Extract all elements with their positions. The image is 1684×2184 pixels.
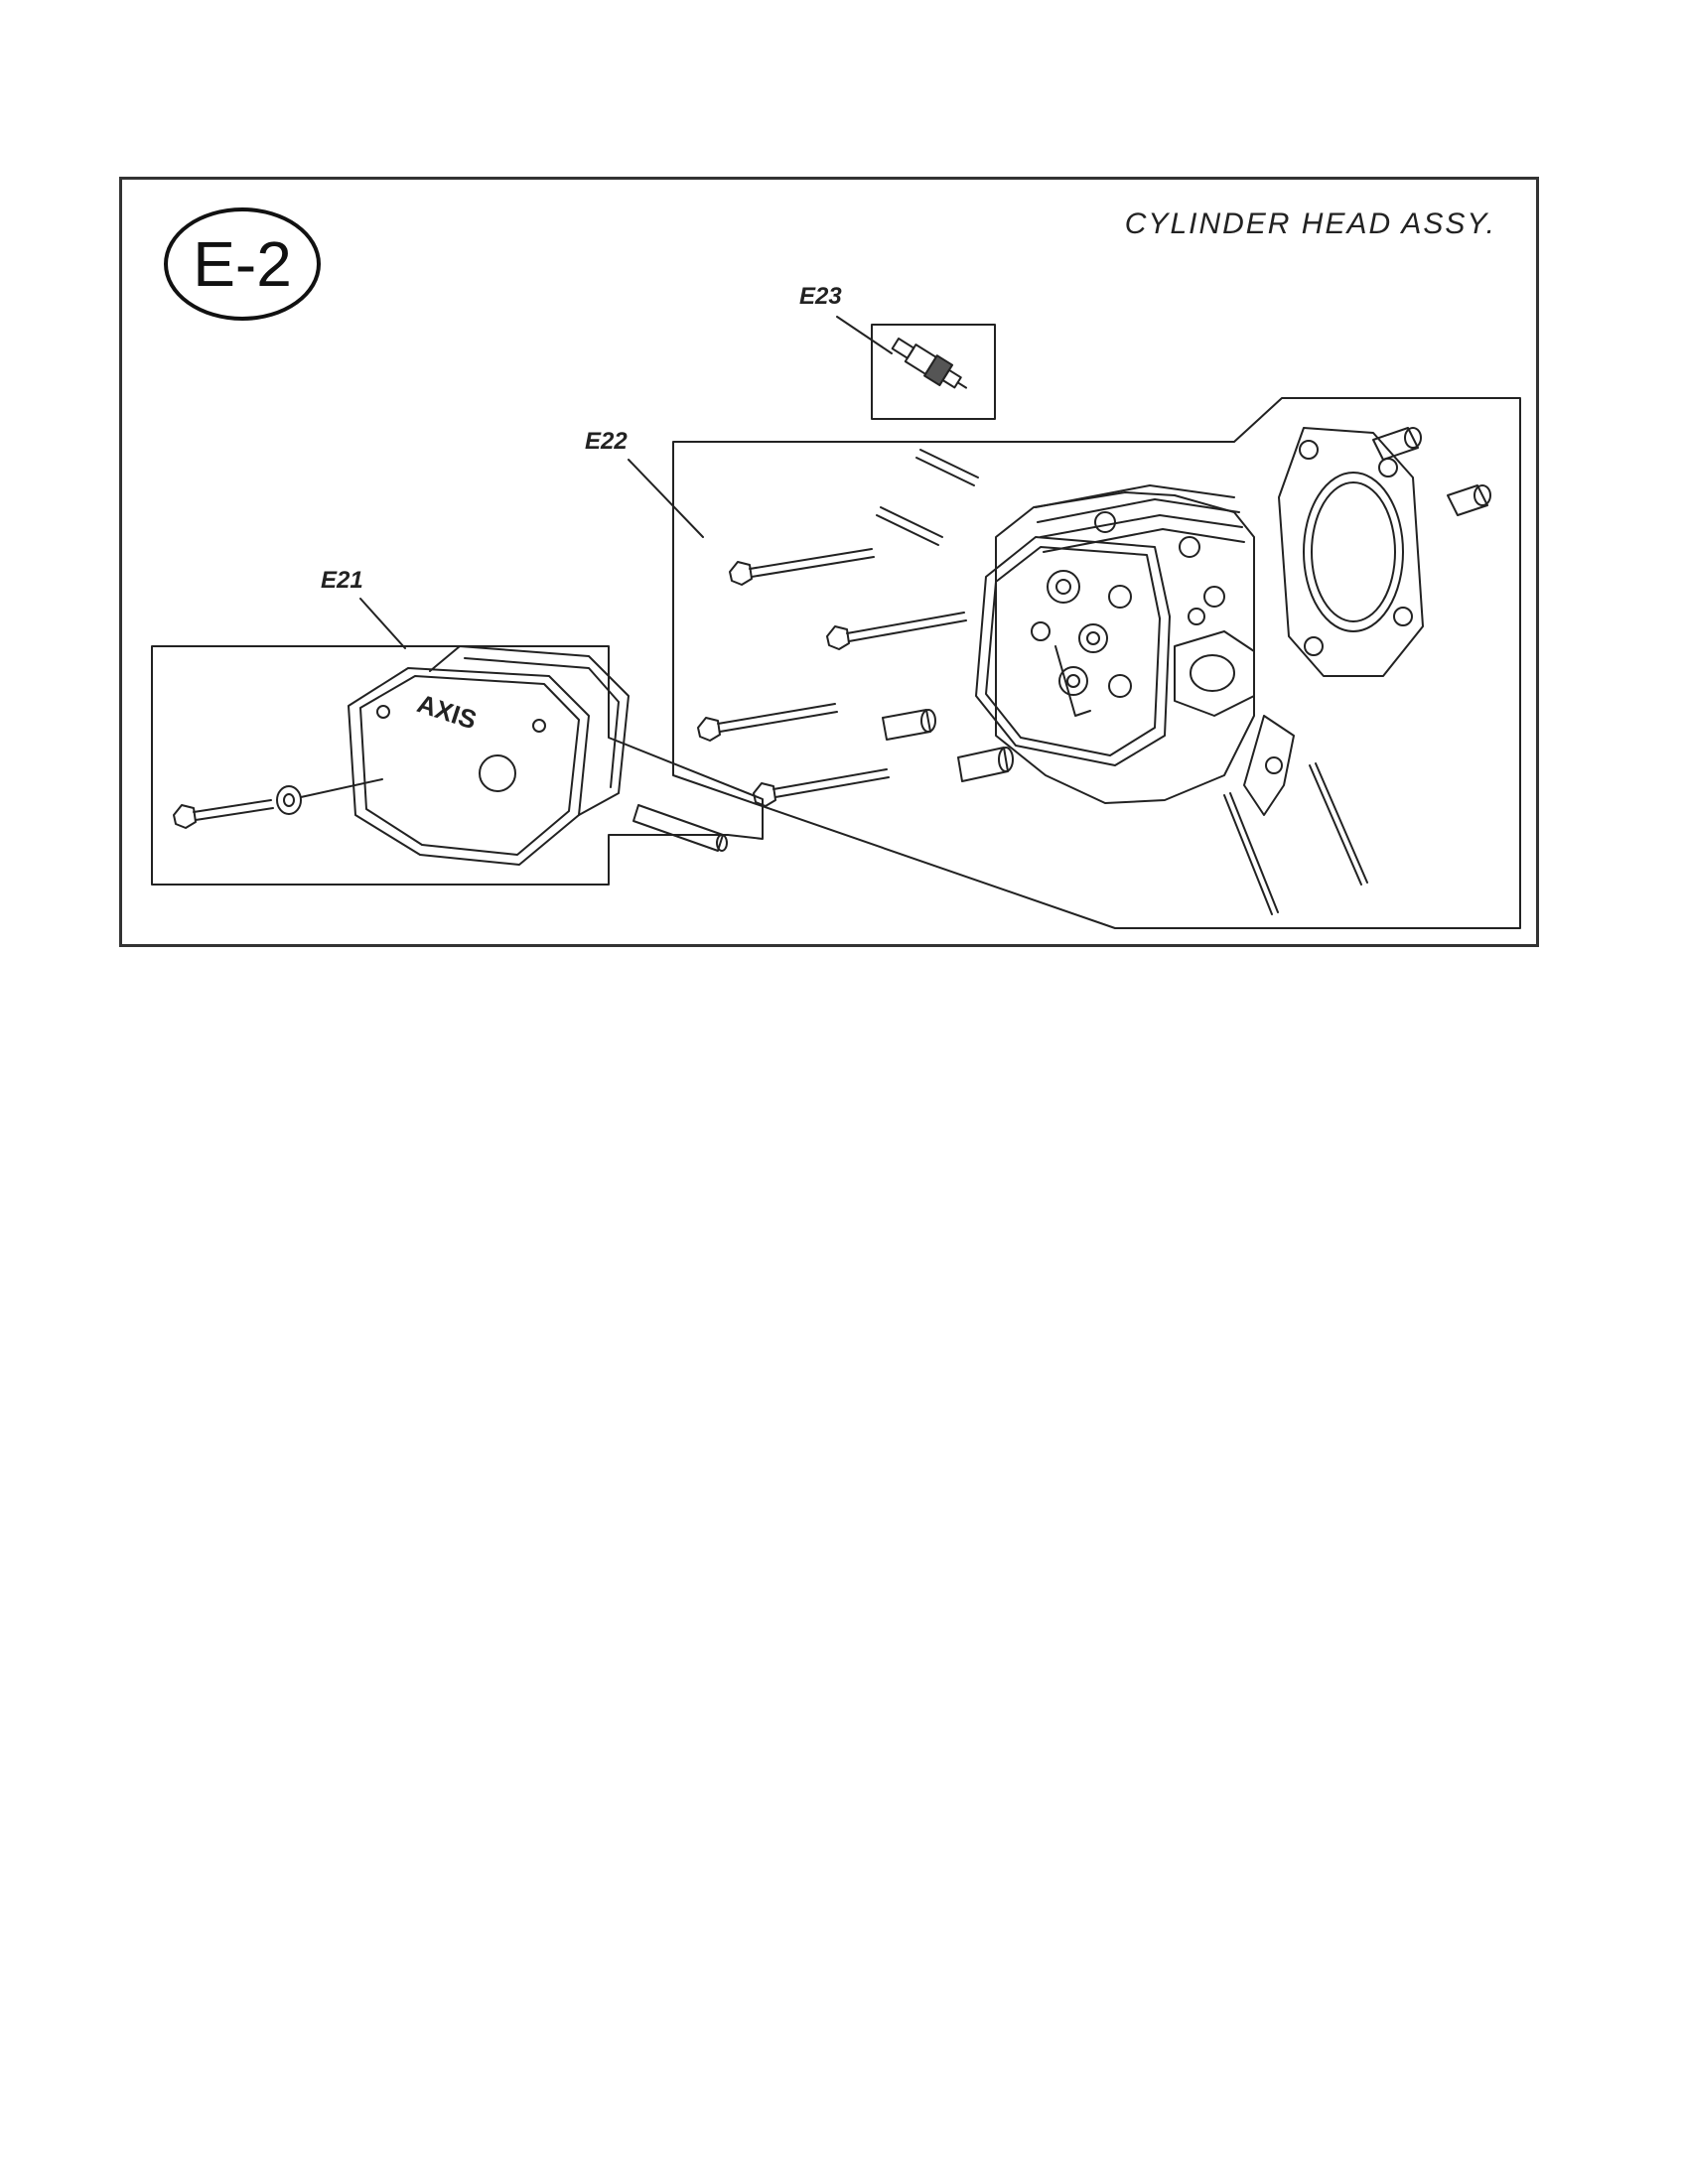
- diagram-title: CYLINDER HEAD ASSY.: [1124, 207, 1496, 240]
- breather-tube-icon: [632, 804, 728, 852]
- dowel-pin-icon: [1447, 484, 1491, 516]
- leader-e23: [836, 316, 893, 354]
- head-bolt-icon: [697, 703, 838, 742]
- callout-e22: E22: [585, 428, 628, 455]
- section-badge: E-2: [164, 207, 321, 321]
- group-box-e22: [672, 397, 1521, 929]
- cylinder-head-icon: [975, 484, 1295, 816]
- head-gasket-icon: [1278, 427, 1424, 677]
- spark-plug-icon: [891, 338, 968, 389]
- callout-e21: E21: [321, 567, 363, 594]
- section-badge-text: E-2: [193, 228, 292, 300]
- leader-e21: [359, 598, 406, 649]
- stud-icon: [915, 449, 979, 486]
- dowel-pin-icon: [1372, 427, 1422, 461]
- washer-icon: [276, 785, 302, 815]
- head-bolt-icon: [729, 548, 875, 586]
- parts-drawing: AXIS: [151, 316, 1521, 929]
- exhaust-stud-icon: [1223, 792, 1279, 915]
- stud-icon: [876, 506, 943, 546]
- cover-bolt-icon: [173, 799, 274, 829]
- dowel-sleeve-icon: [957, 747, 1014, 782]
- group-box-e23: [871, 324, 996, 420]
- head-bolt-icon: [826, 612, 967, 650]
- valve-cover-icon: [348, 645, 630, 866]
- cover-logo: AXIS: [414, 688, 481, 735]
- dowel-sleeve-icon: [882, 709, 936, 741]
- exhaust-stud-icon: [1309, 762, 1368, 886]
- leader-e22: [628, 459, 704, 538]
- callout-e23: E23: [799, 283, 842, 310]
- head-bolt-icon: [753, 768, 890, 807]
- diagram-frame: E-2 CYLINDER HEAD ASSY. E23 E22 E21: [119, 177, 1539, 947]
